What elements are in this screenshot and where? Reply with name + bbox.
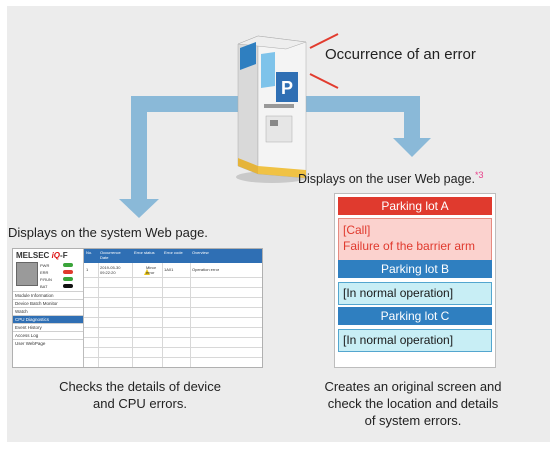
cell-occurrence-date: 2019-05-30 09:22:20 — [100, 265, 121, 275]
system-web-page-caption: Displays on the system Web page. — [8, 225, 208, 240]
row-divider — [84, 317, 262, 318]
led-label-prun: P.RUN — [40, 277, 52, 282]
parking-lot-b-status: [In normal operation] — [338, 282, 492, 305]
row-divider — [84, 277, 262, 278]
parking-lot-a-status-line1: [Call] — [343, 223, 371, 237]
user-web-page-panel: Parking lot A [Call] Failure of the barr… — [334, 193, 496, 368]
arrow-head-right — [393, 138, 431, 157]
error-mark-bottom — [309, 73, 339, 89]
col-header-occurrence-date: Occurrence Date — [98, 249, 132, 263]
cell-error-code: 1A01 — [164, 267, 174, 272]
error-mark-top — [309, 33, 339, 49]
parking-lot-a-status: [Call] Failure of the barrier arm — [338, 218, 492, 261]
menu-event-history[interactable]: Event History — [13, 323, 83, 331]
menu-access-log[interactable]: Access Log — [13, 331, 83, 339]
parking-lot-a-status-line2: Failure of the barrier arm — [343, 239, 476, 253]
arrow-to-system-page — [131, 96, 240, 205]
led-label-run: PWR — [40, 263, 50, 268]
row-divider — [84, 347, 262, 348]
menu-module-information[interactable]: Module Information — [13, 291, 83, 299]
parking-lot-c-header: Parking lot C — [338, 307, 492, 325]
col-divider — [132, 263, 133, 367]
arrow-to-user-page — [305, 96, 420, 143]
system-sidebar: MELSEC iQ-F PWR ERR P.RUN BAT Module Inf… — [13, 249, 84, 367]
led-label-bat: BAT — [40, 284, 48, 289]
col-header-no: No. — [84, 249, 98, 263]
cell-error-status: Minor error — [146, 265, 157, 275]
parking-lot-a-header: Parking lot A — [338, 197, 492, 215]
user-web-page-caption: Displays on the user Web page.*3 — [298, 170, 484, 187]
led-prun — [63, 277, 73, 281]
row-divider — [84, 327, 262, 328]
col-divider — [190, 263, 191, 367]
cell-overview: Operation error — [192, 267, 220, 272]
row-divider — [84, 287, 262, 288]
menu-watch[interactable]: Watch — [13, 307, 83, 315]
original-screen-caption: Creates an original screen and check the… — [324, 379, 502, 428]
error-occurrence-caption: Occurrence of an error — [325, 46, 476, 63]
melsec-logo: MELSEC iQ-F — [16, 251, 68, 260]
col-header-overview: Overview — [190, 249, 262, 263]
parking-lot-b-header: Parking lot B — [338, 260, 492, 278]
cpu-module-icon — [16, 262, 38, 286]
row-divider — [84, 337, 262, 338]
col-divider — [98, 263, 99, 367]
col-divider — [162, 263, 163, 367]
error-table: No. Occurrence Date Error status Error c… — [84, 249, 262, 367]
parking-machine-icon: P — [236, 35, 308, 183]
svg-text:P: P — [281, 78, 293, 98]
led-run — [63, 263, 73, 267]
led-err — [63, 270, 73, 274]
menu-cpu-diagnostics[interactable]: CPU Diagnostics — [13, 315, 83, 323]
row-divider — [84, 297, 262, 298]
arrow-head-left — [119, 199, 159, 218]
row-divider — [84, 307, 262, 308]
warning-icon — [144, 269, 150, 275]
system-check-caption: Checks the details of device and CPU err… — [59, 379, 221, 411]
parking-lot-c-status: [In normal operation] — [338, 329, 492, 352]
menu-user-webpage[interactable]: User WebPage — [13, 339, 83, 347]
row-divider — [84, 357, 262, 358]
col-header-error-code: Error code — [162, 249, 190, 263]
system-web-page-screenshot: MELSEC iQ-F PWR ERR P.RUN BAT Module Inf… — [12, 248, 263, 368]
led-bat — [63, 284, 73, 288]
footnote-marker: *3 — [474, 170, 484, 180]
led-label-err: ERR — [40, 270, 49, 275]
cell-no: 1 — [86, 267, 89, 272]
menu-device-batch-monitor[interactable]: Device Batch Monitor — [13, 299, 83, 307]
col-header-error-status: Error status — [132, 249, 162, 263]
